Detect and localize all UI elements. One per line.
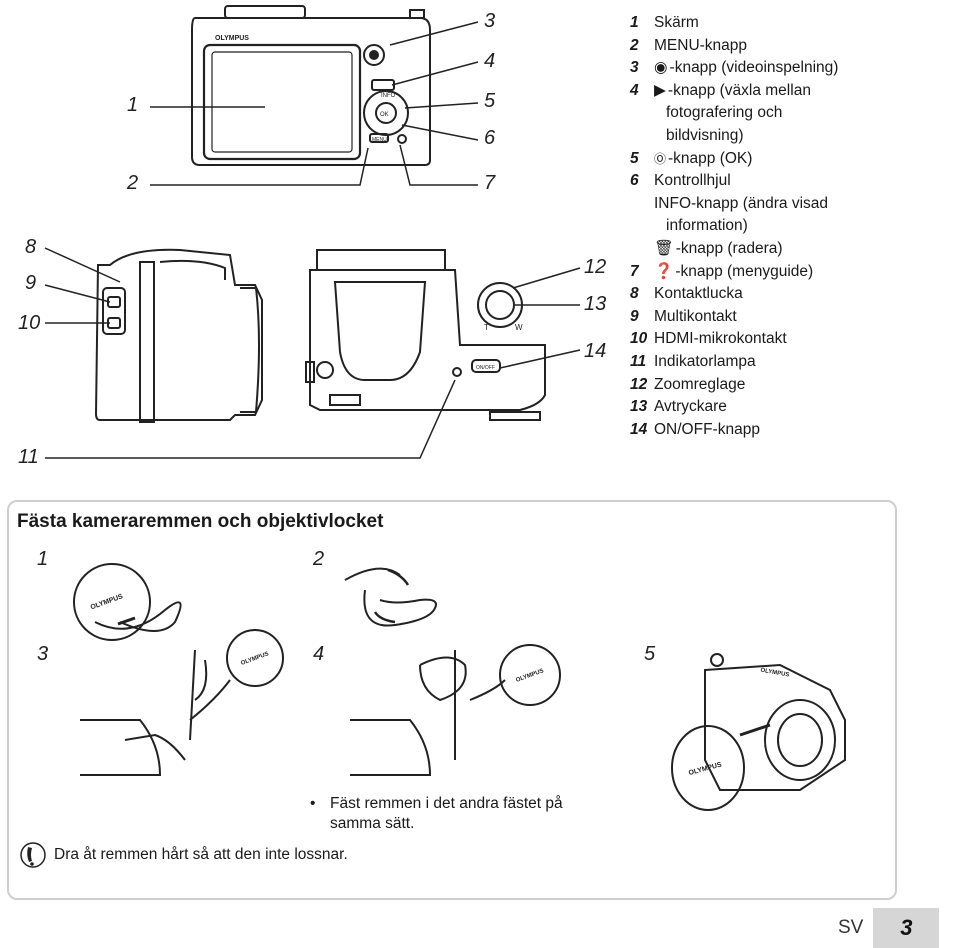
callout-6: 6 bbox=[484, 127, 496, 149]
callout-9: 9 bbox=[25, 272, 37, 294]
callout-1: 1 bbox=[127, 94, 139, 116]
callout-10: 10 bbox=[18, 312, 41, 334]
bullet-icon: • bbox=[310, 795, 316, 812]
step-2-number: 2 bbox=[313, 548, 325, 570]
back-brand-label: OLYMPUS bbox=[215, 35, 249, 42]
trash-icon: 🗑 bbox=[654, 239, 674, 257]
step-5-number: 5 bbox=[644, 643, 656, 665]
callout-7: 7 bbox=[484, 172, 496, 194]
callout-4: 4 bbox=[484, 50, 496, 72]
language-code: SV bbox=[838, 917, 864, 938]
strap-note: • Fäst remmen i det andra fästet på samm… bbox=[310, 794, 610, 834]
svg-text:W: W bbox=[515, 323, 523, 332]
svg-text:T: T bbox=[484, 323, 489, 332]
legend-row: 7❓-knapp (menyguide) bbox=[630, 261, 950, 284]
svg-text:OLYMPUS: OLYMPUS bbox=[515, 668, 544, 684]
legend-row: 🗑-knapp (radera) bbox=[630, 238, 950, 261]
page-number: 3 bbox=[873, 908, 940, 948]
svg-text:OK: OK bbox=[380, 112, 389, 118]
strap-note-text: Fäst remmen i det andra fästet på samma … bbox=[330, 795, 563, 832]
record-icon: ◉ bbox=[654, 59, 668, 77]
callout-11: 11 bbox=[18, 446, 39, 468]
strap-section-box bbox=[7, 500, 897, 900]
step-3-number: 3 bbox=[37, 643, 49, 665]
svg-text:OLYMPUS: OLYMPUS bbox=[760, 668, 790, 679]
callout-14: 14 bbox=[584, 340, 607, 362]
legend-row: INFO-knapp (ändra visad bbox=[654, 194, 829, 212]
strap-warning-text: Dra åt remmen hårt så att den inte lossn… bbox=[54, 846, 348, 863]
ok-icon: Ⓞ bbox=[654, 151, 667, 166]
legend-row: bildvisning) bbox=[666, 126, 744, 144]
strap-section-title: Fästa kameraremmen och objektivlocket bbox=[17, 511, 384, 532]
strap-warning: Dra åt remmen hårt så att den inte lossn… bbox=[20, 842, 348, 868]
svg-text:OLYMPUS: OLYMPUS bbox=[688, 761, 723, 777]
callout-5: 5 bbox=[484, 90, 496, 112]
play-icon: ▶ bbox=[654, 81, 666, 99]
page-footer: SV 3 bbox=[838, 908, 940, 948]
callout-2: 2 bbox=[127, 172, 139, 194]
svg-text:OLYMPUS: OLYMPUS bbox=[90, 593, 125, 611]
svg-text:MENU: MENU bbox=[372, 137, 387, 143]
warning-icon bbox=[20, 842, 46, 868]
callout-8: 8 bbox=[25, 236, 37, 258]
callout-3: 3 bbox=[484, 10, 496, 32]
callout-12: 12 bbox=[584, 256, 607, 278]
svg-text:INFO: INFO bbox=[381, 93, 396, 99]
legend-row: information) bbox=[666, 217, 748, 235]
legend-row: 3◉-knapp (videoinspelning) bbox=[630, 57, 950, 80]
legend-row: 4▶-knapp (växla mellan bbox=[630, 80, 950, 103]
help-icon: ❓ bbox=[654, 262, 674, 280]
svg-text:OLYMPUS: OLYMPUS bbox=[240, 651, 269, 667]
step-4-number: 4 bbox=[313, 643, 325, 665]
callout-13: 13 bbox=[584, 293, 607, 315]
legend-row: fotografering och bbox=[666, 104, 783, 122]
svg-text:ON/OFF: ON/OFF bbox=[476, 365, 495, 371]
step-1-number: 1 bbox=[37, 548, 49, 570]
